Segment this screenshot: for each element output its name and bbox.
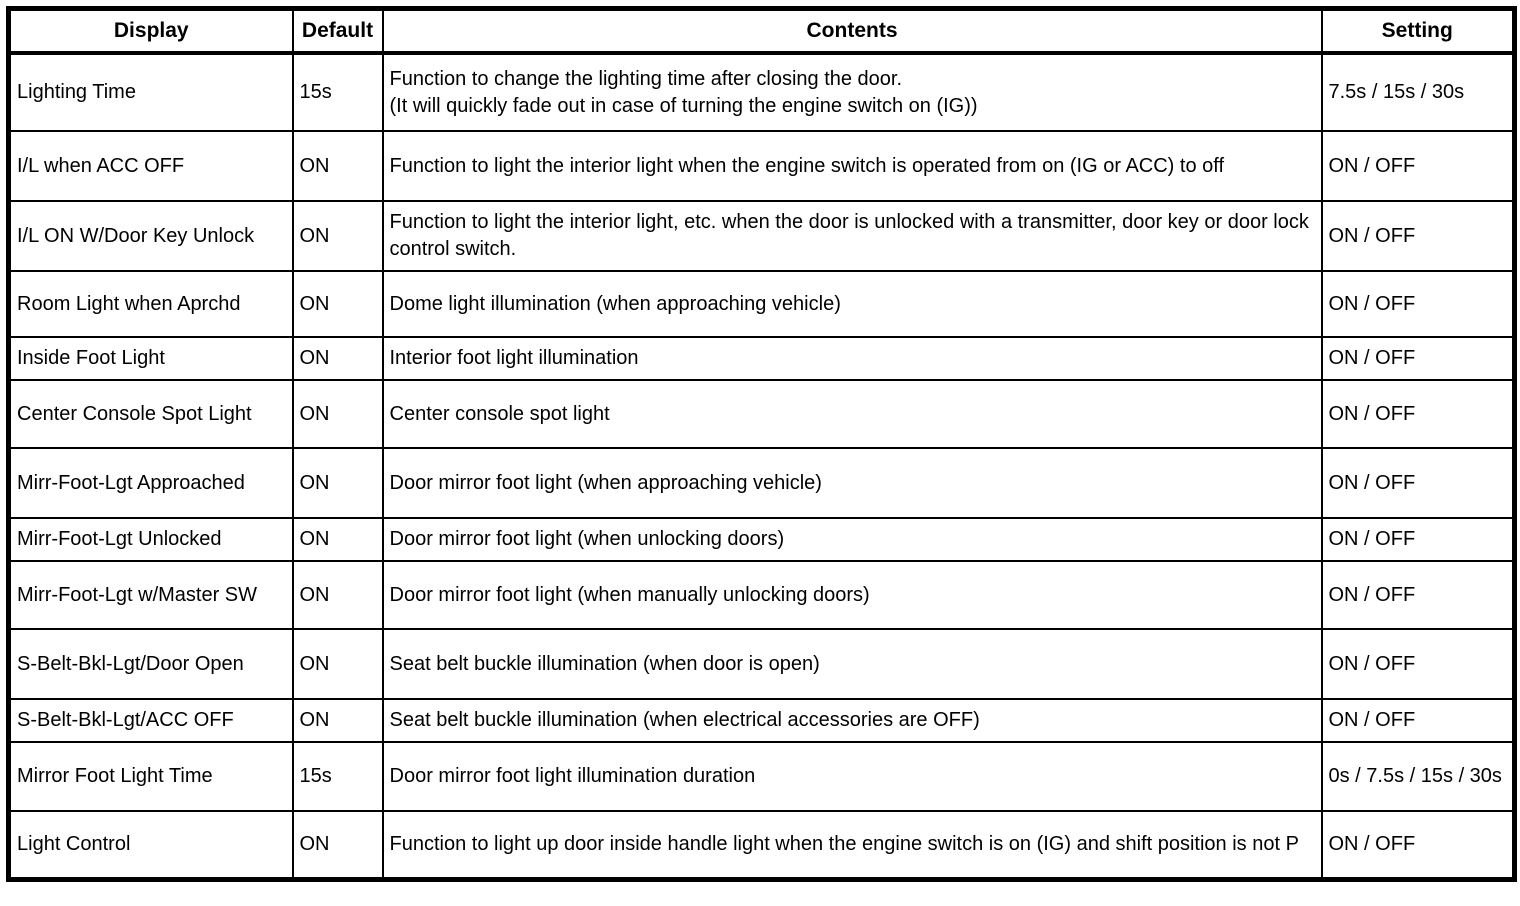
header-row: Display Default Contents Setting	[6, 6, 1517, 55]
cell-contents: Seat belt buckle illumination (when door…	[381, 628, 1323, 700]
table-row: Inside Foot Light ON Interior foot light…	[6, 336, 1517, 381]
cell-default: ON	[291, 810, 384, 882]
table-row: S-Belt-Bkl-Lgt/Door Open ON Seat belt bu…	[6, 628, 1517, 700]
table-row: Room Light when Aprchd ON Dome light ill…	[6, 270, 1517, 338]
cell-default: ON	[291, 517, 384, 562]
column-header-contents: Contents	[381, 6, 1323, 55]
cell-contents: Dome light illumination (when approachin…	[381, 270, 1323, 338]
table-row: I/L ON W/Door Key Unlock ON Function to …	[6, 200, 1517, 272]
cell-default: ON	[291, 200, 384, 272]
cell-setting: ON / OFF	[1320, 517, 1517, 562]
cell-display: S-Belt-Bkl-Lgt/Door Open	[6, 628, 294, 700]
column-header-display: Display	[6, 6, 294, 55]
cell-setting: ON / OFF	[1320, 810, 1517, 882]
table-row: Lighting Time 15s Function to change the…	[6, 52, 1517, 132]
cell-display: Lighting Time	[6, 52, 294, 132]
cell-display: Mirror Foot Light Time	[6, 741, 294, 812]
cell-display: Mirr-Foot-Lgt Unlocked	[6, 517, 294, 562]
cell-default: ON	[291, 379, 384, 449]
cell-setting: 7.5s / 15s / 30s	[1320, 52, 1517, 132]
cell-setting: ON / OFF	[1320, 130, 1517, 202]
cell-setting: ON / OFF	[1320, 379, 1517, 449]
cell-contents: Door mirror foot light (when unlocking d…	[381, 517, 1323, 562]
cell-contents: Door mirror foot light (when manually un…	[381, 560, 1323, 630]
cell-default: ON	[291, 698, 384, 743]
table-row: Mirror Foot Light Time 15s Door mirror f…	[6, 741, 1517, 812]
cell-contents: Center console spot light	[381, 379, 1323, 449]
cell-display: Room Light when Aprchd	[6, 270, 294, 338]
table-row: I/L when ACC OFF ON Function to light th…	[6, 130, 1517, 202]
cell-contents: Seat belt buckle illumination (when elec…	[381, 698, 1323, 743]
cell-contents: Door mirror foot light illumination dura…	[381, 741, 1323, 812]
settings-table: Display Default Contents Setting Lightin…	[6, 6, 1517, 882]
cell-display: I/L when ACC OFF	[6, 130, 294, 202]
cell-default: ON	[291, 628, 384, 700]
cell-default: ON	[291, 560, 384, 630]
table-row: Mirr-Foot-Lgt Approached ON Door mirror …	[6, 447, 1517, 519]
cell-contents: Door mirror foot light (when approaching…	[381, 447, 1323, 519]
table-row: S-Belt-Bkl-Lgt/ACC OFF ON Seat belt buck…	[6, 698, 1517, 743]
cell-setting: ON / OFF	[1320, 628, 1517, 700]
cell-display: I/L ON W/Door Key Unlock	[6, 200, 294, 272]
cell-display: S-Belt-Bkl-Lgt/ACC OFF	[6, 698, 294, 743]
cell-default: 15s	[291, 52, 384, 132]
cell-display: Center Console Spot Light	[6, 379, 294, 449]
cell-setting: ON / OFF	[1320, 698, 1517, 743]
table-row: Mirr-Foot-Lgt w/Master SW ON Door mirror…	[6, 560, 1517, 630]
cell-setting: ON / OFF	[1320, 336, 1517, 381]
cell-setting: ON / OFF	[1320, 447, 1517, 519]
table-row: Mirr-Foot-Lgt Unlocked ON Door mirror fo…	[6, 517, 1517, 562]
cell-contents: Function to light the interior light, et…	[381, 200, 1323, 272]
table-row: Light Control ON Function to light up do…	[6, 810, 1517, 882]
cell-contents: Function to light the interior light whe…	[381, 130, 1323, 202]
cell-contents: Interior foot light illumination	[381, 336, 1323, 381]
cell-default: ON	[291, 270, 384, 338]
cell-setting: ON / OFF	[1320, 270, 1517, 338]
cell-default: ON	[291, 447, 384, 519]
cell-setting: 0s / 7.5s / 15s / 30s	[1320, 741, 1517, 812]
cell-setting: ON / OFF	[1320, 200, 1517, 272]
cell-default: ON	[291, 336, 384, 381]
cell-display: Light Control	[6, 810, 294, 882]
cell-default: 15s	[291, 741, 384, 812]
cell-display: Mirr-Foot-Lgt w/Master SW	[6, 560, 294, 630]
cell-contents: Function to light up door inside handle …	[381, 810, 1323, 882]
cell-display: Mirr-Foot-Lgt Approached	[6, 447, 294, 519]
cell-contents: Function to change the lighting time aft…	[381, 52, 1323, 132]
table-row: Center Console Spot Light ON Center cons…	[6, 379, 1517, 449]
cell-default: ON	[291, 130, 384, 202]
column-header-setting: Setting	[1320, 6, 1517, 55]
cell-display: Inside Foot Light	[6, 336, 294, 381]
column-header-default: Default	[291, 6, 384, 55]
cell-setting: ON / OFF	[1320, 560, 1517, 630]
